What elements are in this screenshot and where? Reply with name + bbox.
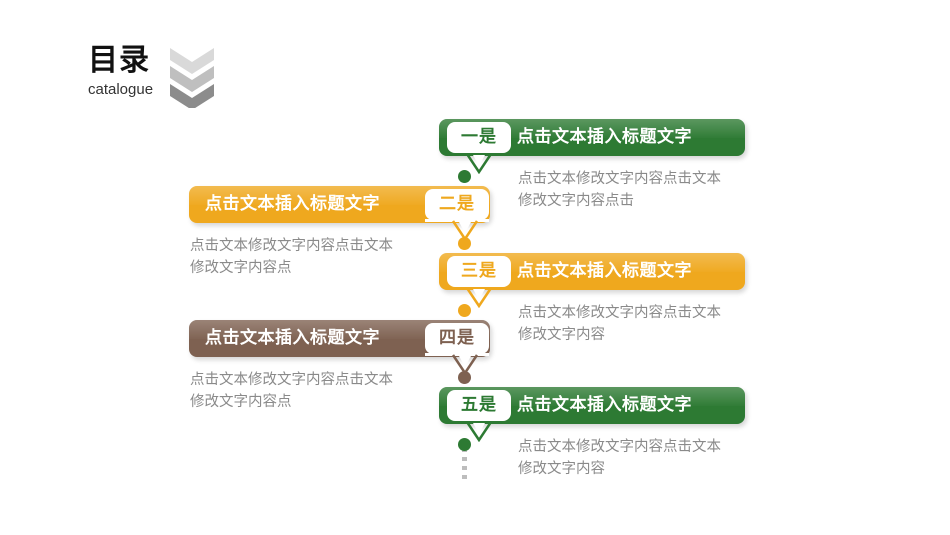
timeline-badge-label: 四是 bbox=[439, 328, 475, 348]
timeline-badge[interactable]: 一是 bbox=[447, 122, 511, 153]
timeline-badge-tail bbox=[425, 219, 489, 241]
page-subtitle: catalogue bbox=[88, 81, 154, 98]
timeline-dot bbox=[458, 304, 471, 317]
timeline-badge-label: 二是 bbox=[439, 194, 475, 214]
timeline-badge-label: 三是 bbox=[461, 261, 497, 281]
timeline-dot bbox=[458, 237, 471, 250]
timeline-dotted-tail bbox=[462, 448, 467, 484]
timeline-title: 点击文本插入标题文字 bbox=[205, 328, 380, 348]
timeline-dot bbox=[458, 170, 471, 183]
timeline-body: 点击文本修改文字内容点击文本 修改文字内容点击 bbox=[518, 171, 721, 209]
timeline-body: 点击文本修改文字内容点击文本 修改文字内容点 bbox=[190, 372, 393, 410]
timeline-dot bbox=[458, 371, 471, 384]
timeline-body: 点击文本修改文字内容点击文本 修改文字内容点 bbox=[190, 238, 393, 276]
timeline-badge[interactable]: 三是 bbox=[447, 256, 511, 287]
timeline-body: 点击文本修改文字内容点击文本 修改文字内容 bbox=[518, 439, 721, 477]
timeline-badge[interactable]: 五是 bbox=[447, 390, 511, 421]
timeline-title: 点击文本插入标题文字 bbox=[517, 261, 692, 281]
page-title: 目录 bbox=[88, 43, 150, 78]
timeline-title: 点击文本插入标题文字 bbox=[205, 194, 380, 214]
timeline-title: 点击文本插入标题文字 bbox=[517, 395, 692, 415]
timeline-dot bbox=[458, 438, 471, 451]
catalogue-header: 目录 catalogue bbox=[88, 44, 218, 110]
timeline-badge-label: 五是 bbox=[461, 395, 497, 415]
timeline-badge-label: 一是 bbox=[461, 127, 497, 147]
timeline-badge-tail bbox=[447, 420, 511, 442]
timeline-badge[interactable]: 二是 bbox=[425, 189, 489, 220]
timeline-badge[interactable]: 四是 bbox=[425, 323, 489, 354]
chevron-down-icon bbox=[168, 46, 216, 110]
timeline-body: 点击文本修改文字内容点击文本 修改文字内容 bbox=[518, 305, 721, 343]
timeline-badge-tail bbox=[425, 353, 489, 375]
timeline-title: 点击文本插入标题文字 bbox=[517, 127, 692, 147]
timeline-badge-tail bbox=[447, 152, 511, 174]
timeline-badge-tail bbox=[447, 286, 511, 308]
